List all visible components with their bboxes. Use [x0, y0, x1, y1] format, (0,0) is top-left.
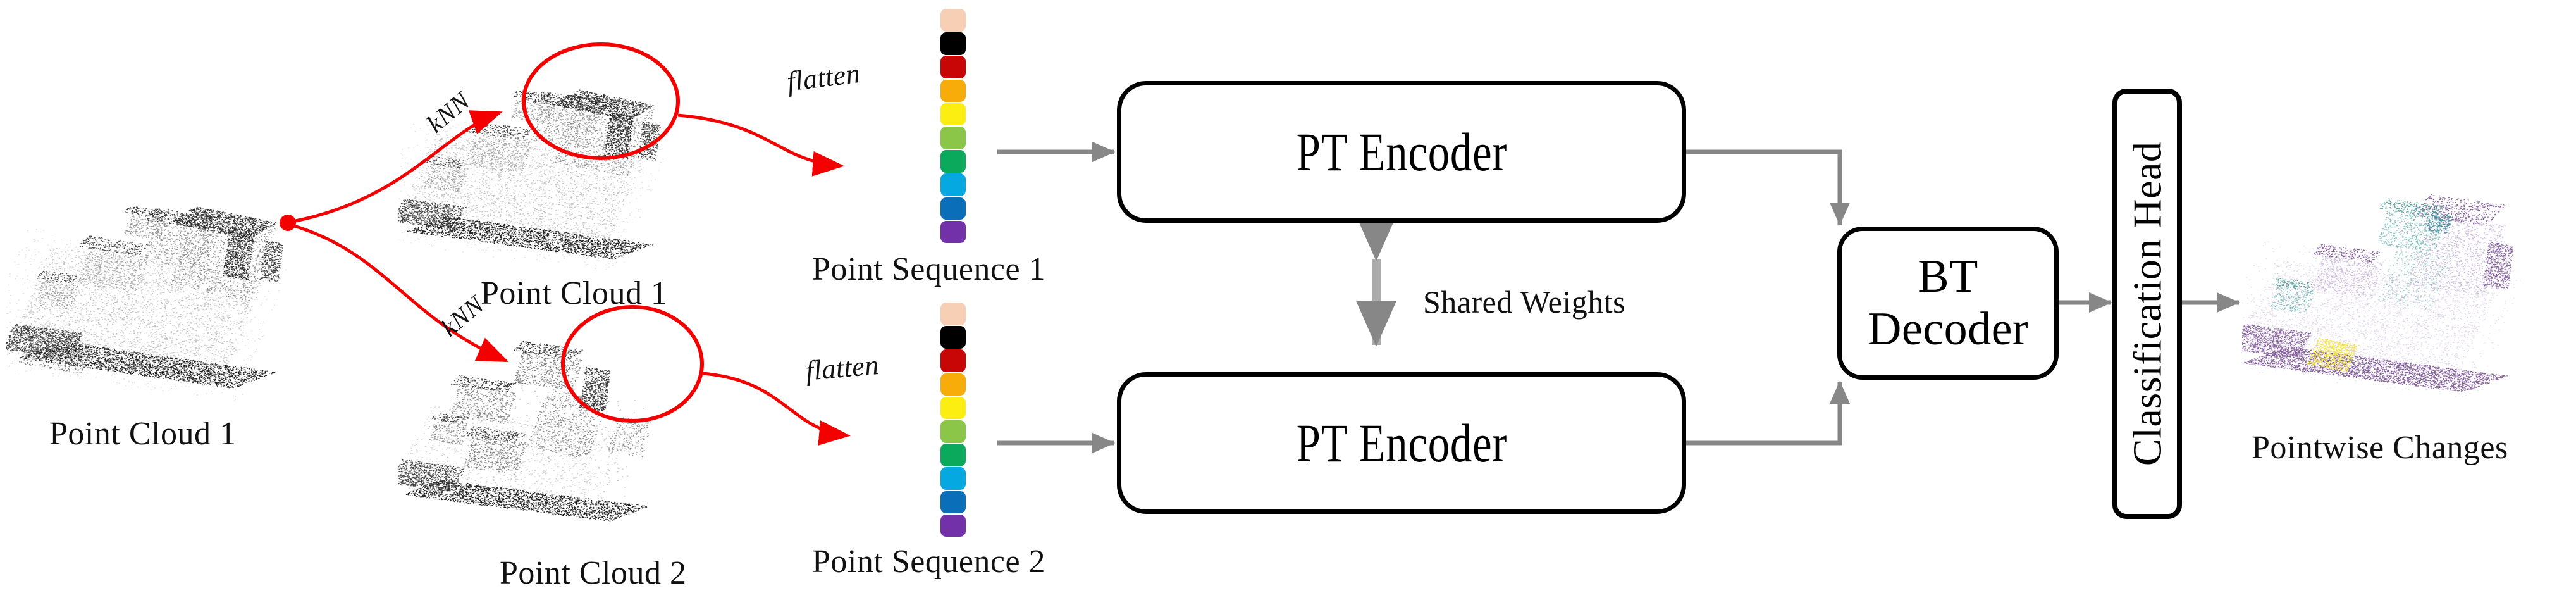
- sequence-1-segment-black: [940, 32, 966, 55]
- sequence-2-segment-dark-red: [940, 349, 966, 373]
- pt-encoder-bottom-label: PT Encoder: [1296, 412, 1507, 473]
- sequence-2-segment-orange: [940, 373, 966, 396]
- sequence-2-segment-blue: [940, 490, 966, 514]
- sequence-1-segment-blue: [940, 197, 966, 220]
- connector-encoder-top-to-decoder: [1684, 149, 1851, 226]
- point-cloud-source-render: [6, 206, 287, 401]
- bt-decoder-label-line1: BT: [1918, 251, 1978, 303]
- sequence-1-segment-green: [940, 150, 966, 173]
- classification-head-label: Classification Head: [2124, 141, 2170, 466]
- bt-decoder-label-line2: Decoder: [1867, 303, 2029, 355]
- sequence-2-segment-cyan: [940, 467, 966, 490]
- sequence-2-segment-peach: [940, 303, 966, 325]
- sequence-2-segment-black: [940, 326, 966, 349]
- flatten-top-label: flatten: [785, 57, 862, 97]
- pt-encoder-top-label: PT Encoder: [1296, 121, 1507, 182]
- point-sequence-1-label: Point Sequence 1: [812, 251, 1046, 287]
- bt-decoder-box[interactable]: BT Decoder: [1837, 227, 2059, 380]
- point-sequence-2-label: Point Sequence 2: [812, 544, 1046, 580]
- sequence-1-segment-dark-red: [940, 56, 966, 79]
- sequence-2-segment-light-green: [940, 420, 966, 443]
- connector-encoder-bottom-to-decoder: [1684, 380, 1851, 446]
- point-cloud-2-render: [398, 340, 652, 522]
- point-sequence-2-bar: [940, 303, 966, 538]
- sequence-1-segment-purple: [940, 220, 966, 244]
- flatten-bottom-label: flatten: [804, 349, 880, 387]
- sequence-1-segment-orange: [940, 79, 966, 103]
- sequence-2-segment-purple: [940, 514, 966, 537]
- sequence-1-segment-cyan: [940, 173, 966, 197]
- pt-encoder-bottom-box[interactable]: PT Encoder: [1117, 372, 1686, 514]
- pointwise-changes-label: Pointwise Changes: [2252, 430, 2508, 466]
- pointwise-changes-render: [2242, 194, 2521, 397]
- pt-encoder-top-box[interactable]: PT Encoder: [1117, 81, 1686, 223]
- point-cloud-2-label: Point Cloud 2: [500, 555, 687, 591]
- sequence-1-segment-light-green: [940, 127, 966, 149]
- sequence-2-segment-yellow: [940, 396, 966, 420]
- shared-weights-label: Shared Weights: [1423, 284, 1626, 320]
- sequence-2-segment-green: [940, 444, 966, 466]
- sequence-1-segment-yellow: [940, 103, 966, 126]
- point-cloud-1-label: Point Cloud 1: [481, 275, 668, 311]
- point-cloud-source-label: Point Cloud 1: [49, 416, 237, 452]
- classification-head-box[interactable]: Classification Head: [2112, 89, 2182, 519]
- sequence-1-segment-peach: [940, 9, 966, 32]
- point-sequence-1-bar: [940, 9, 966, 244]
